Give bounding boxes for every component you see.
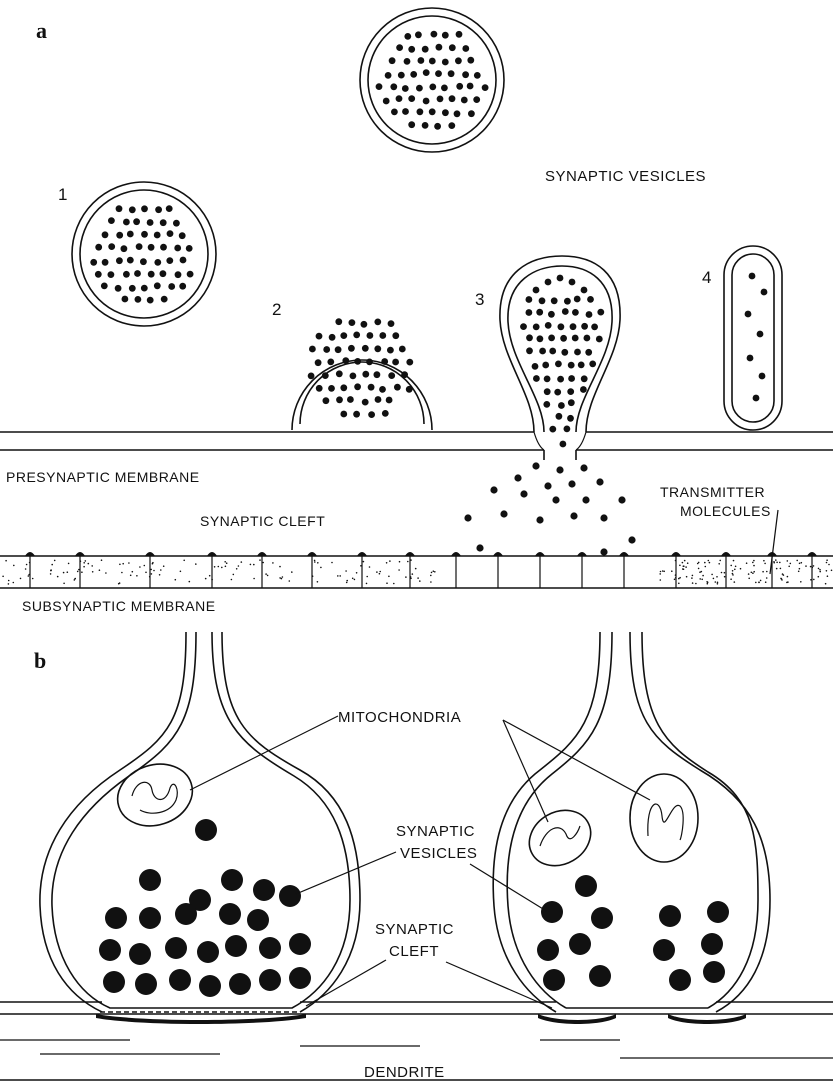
synaptic-cleft-label-2: CLEFT [389,943,439,960]
synaptic-cleft-label: SYNAPTIC CLEFT [200,513,325,529]
synaptic-cleft-label-1: SYNAPTIC [375,921,454,938]
mitochondrion [519,799,600,876]
axon-terminal-right [493,632,770,1024]
vesicle-contents [745,273,768,402]
axon-terminal-left [40,632,360,1024]
mitochondria-label: MITOCHONDRIA [338,709,461,726]
subsynaptic-membrane [0,552,833,588]
synaptic-vesicles-label: SYNAPTIC VESICLES [545,168,706,185]
vesicle-contents [90,205,193,303]
subsynaptic-membrane-label: SUBSYNAPTIC MEMBRANE [22,598,216,614]
synaptic-vesicles-label-1: SYNAPTIC [396,823,475,840]
panel-b: b [0,632,833,1081]
synaptic-vesicle-top [360,8,504,152]
synaptic-vesicles-label-2: VESICLES [400,845,477,862]
synaptic-vesicles [537,875,729,991]
panel-a: a 1 2 3 [0,8,833,614]
step-3-number: 3 [475,290,484,309]
panel-b-letter: b [34,648,46,673]
transmitter-molecules [464,462,635,555]
synaptic-vesicle-2-docked [292,318,432,430]
presynaptic-membrane-label: PRESYNAPTIC MEMBRANE [6,469,200,485]
vesicle-contents [308,318,413,418]
step-4-number: 4 [702,268,711,287]
step-1-number: 1 [58,185,67,204]
mitochondrion [110,755,201,836]
step-2-number: 2 [272,300,281,319]
synaptic-vesicle-3-fusing [500,256,620,460]
panel-a-letter: a [36,18,47,43]
receptor-sites [2,552,832,588]
mitochondrion [630,774,698,862]
synaptic-vesicles [99,819,311,997]
dendrite-label: DENDRITE [364,1064,445,1081]
transmitter-pointer-line [770,510,778,574]
synaptic-vesicle-4-empty [724,246,782,430]
synaptic-vesicle-1 [72,182,216,326]
presynaptic-membrane [0,432,833,450]
transmitter-molecules-label-2: MOLECULES [680,503,771,519]
transmitter-molecules-label-1: TRANSMITTER [660,484,765,500]
vesicle-contents [376,31,489,130]
